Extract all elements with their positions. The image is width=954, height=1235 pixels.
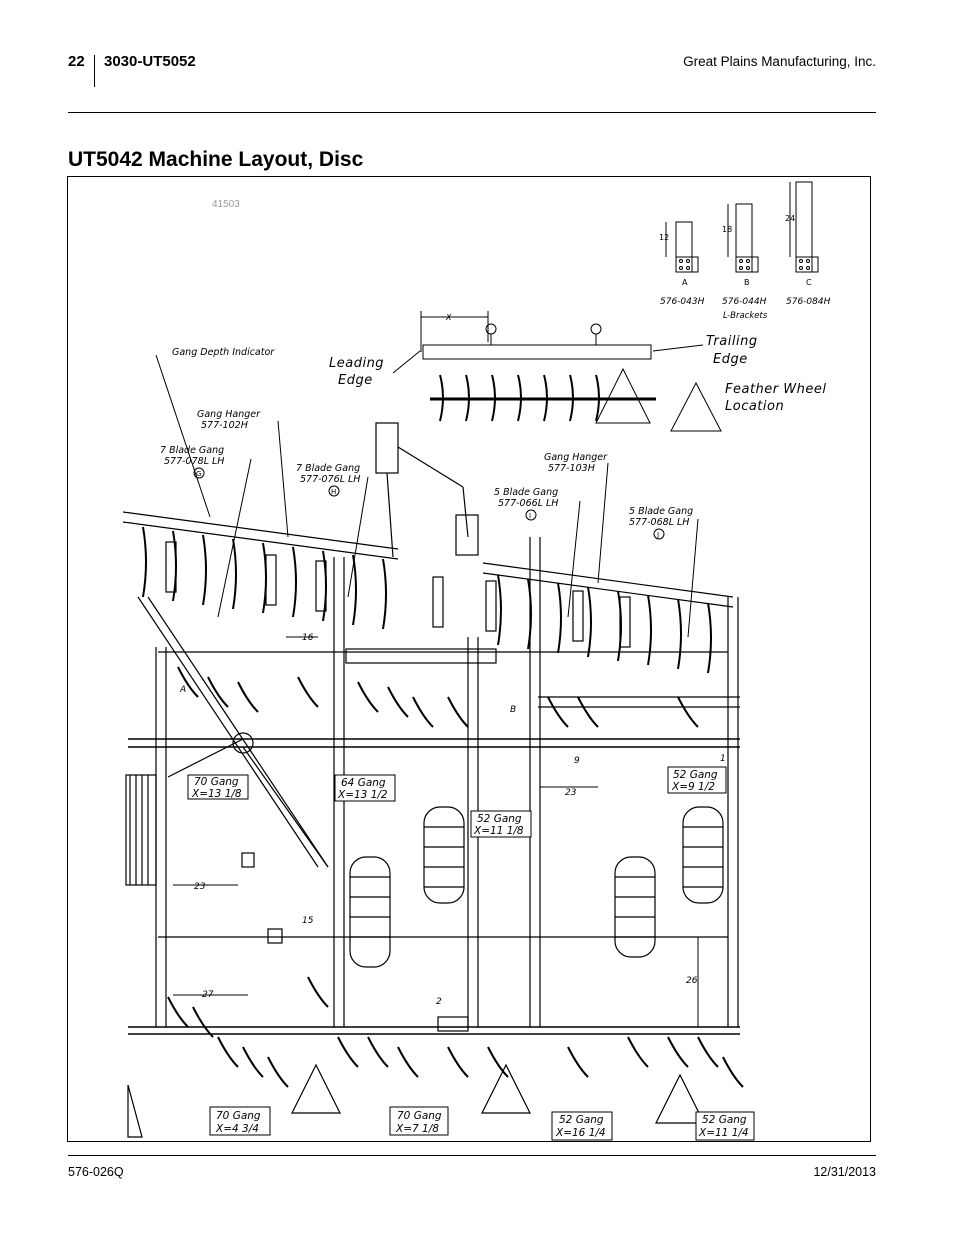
gang-letter-g: G [196,470,201,478]
bracket-dim-a: 12 [659,233,669,242]
gang-letter-i: I [529,512,531,520]
dim-letter-a: A [179,685,186,695]
gang-hanger-103-line2: 577-103H [548,463,595,474]
blade-gang-h-line1: 7 Blade Gang [296,463,360,474]
blade-gang-i-line1: 5 Blade Gang [494,487,558,498]
figure-frame: 41503 12 A 18 B 24 C 576-043H 576-044H 5… [67,176,871,1142]
gang-box-2-line1: 64 Gang [341,777,386,789]
dim-2: 2 [436,997,442,1007]
trailing-edge-line2: Edge [713,352,748,367]
gang-box-1-line1: 70 Gang [194,776,239,788]
gang-box-3-line2: X=11 1/8 [473,825,524,837]
model-number: 3030-UT5052 [104,53,196,70]
blade-gang-j-line1: 5 Blade Gang [629,506,693,517]
depth-indicator-label: Gang Depth Indicator [172,347,275,358]
gang-inset: X Leading Edge Trailing Edge Feather Whe… [329,311,826,432]
dim-23-mid: 23 [565,788,577,798]
leading-edge-line2: Edge [338,373,373,388]
gang-box-4-line2: X=9 1/2 [671,781,715,793]
dim-23-left: 23 [194,882,206,892]
l-brackets: 12 A 18 B 24 C 576-043H 576-044H 576-084… [659,181,831,321]
blade-gang-g-line2: 577-078L LH [164,456,224,467]
gang-box-5-line1: 70 Gang [216,1110,261,1122]
bracket-label-c: C [806,278,812,287]
bracket-label-b: B [744,278,750,287]
blade-gang-h-line2: 577-076L LH [300,474,360,485]
gang-box-7-line1: 52 Gang [559,1114,604,1126]
dim-16: 16 [302,633,314,643]
feather-wheel-line1: Feather Wheel [725,382,826,397]
blade-gang-i-line2: 577-066L LH [498,498,558,509]
gang-box-6-line2: X=7 1/8 [395,1123,439,1135]
footer-rule [68,1155,876,1156]
gang-box-8-line2: X=11 1/4 [698,1127,749,1139]
gang-hanger-102-line1: Gang Hanger [197,409,261,420]
dim-27: 27 [202,990,214,1000]
header-divider [94,55,95,87]
machine-layout-drawing: 41503 12 A 18 B 24 C 576-043H 576-044H 5… [122,181,831,1141]
leading-edge-line1: Leading [329,356,384,371]
document-number: 576-026Q [68,1165,124,1179]
gang-letter-h: H [331,488,336,496]
figure-number: 41503 [212,199,240,210]
gang-boxes: 70 Gang X=13 1/8 64 Gang X=13 1/2 52 Gan… [187,766,755,1141]
gang-hanger-102-line2: 577-102H [201,420,248,431]
bracket-dim-b: 18 [722,225,732,234]
company-name: Great Plains Manufacturing, Inc. [683,54,876,69]
gang-letter-j: J [656,531,659,539]
inset-x-label: X [445,313,452,322]
dim-9: 9 [574,756,580,766]
dim-15: 15 [302,916,314,926]
dim-letter-b: B [510,705,516,715]
gang-box-8-line1: 52 Gang [702,1114,747,1126]
gang-hanger-103-line1: Gang Hanger [544,452,608,463]
bracket-dim-c: 24 [785,214,795,223]
gang-box-7-line2: X=16 1/4 [555,1127,606,1139]
bracket-part-c: 576-084H [786,297,831,307]
blade-gang-g-line1: 7 Blade Gang [160,445,224,456]
header-rule [68,112,876,113]
revision-date: 12/31/2013 [813,1165,876,1179]
page-number: 22 [68,53,85,70]
gang-box-6-line1: 70 Gang [397,1110,442,1122]
bracket-label-a: A [682,278,688,287]
machine-frame [122,422,744,1138]
dim-26: 26 [686,976,698,986]
page-title: UT5042 Machine Layout, Disc [68,148,364,171]
trailing-edge-line1: Trailing [706,334,758,349]
gang-box-4-line1: 52 Gang [673,769,718,781]
bracket-part-a: 576-043H [660,297,705,307]
gang-box-2-line2: X=13 1/2 [337,789,388,801]
dimension-labels: 16 9 1 26 27 2 23 23 15 A B [173,633,726,1027]
callouts: Gang Depth Indicator Gang Hanger 577-102… [155,347,699,638]
bracket-part-b: 576-044H [722,297,767,307]
gang-box-5-line2: X=4 3/4 [215,1123,259,1135]
blade-gang-j-line2: 577-068L LH [629,517,689,528]
gang-box-1-line2: X=13 1/8 [191,788,242,800]
bracket-caption: L-Brackets [723,311,768,321]
gang-box-3-line1: 52 Gang [477,813,522,825]
feather-wheel-line2: Location [725,399,784,414]
dim-1: 1 [720,754,726,764]
